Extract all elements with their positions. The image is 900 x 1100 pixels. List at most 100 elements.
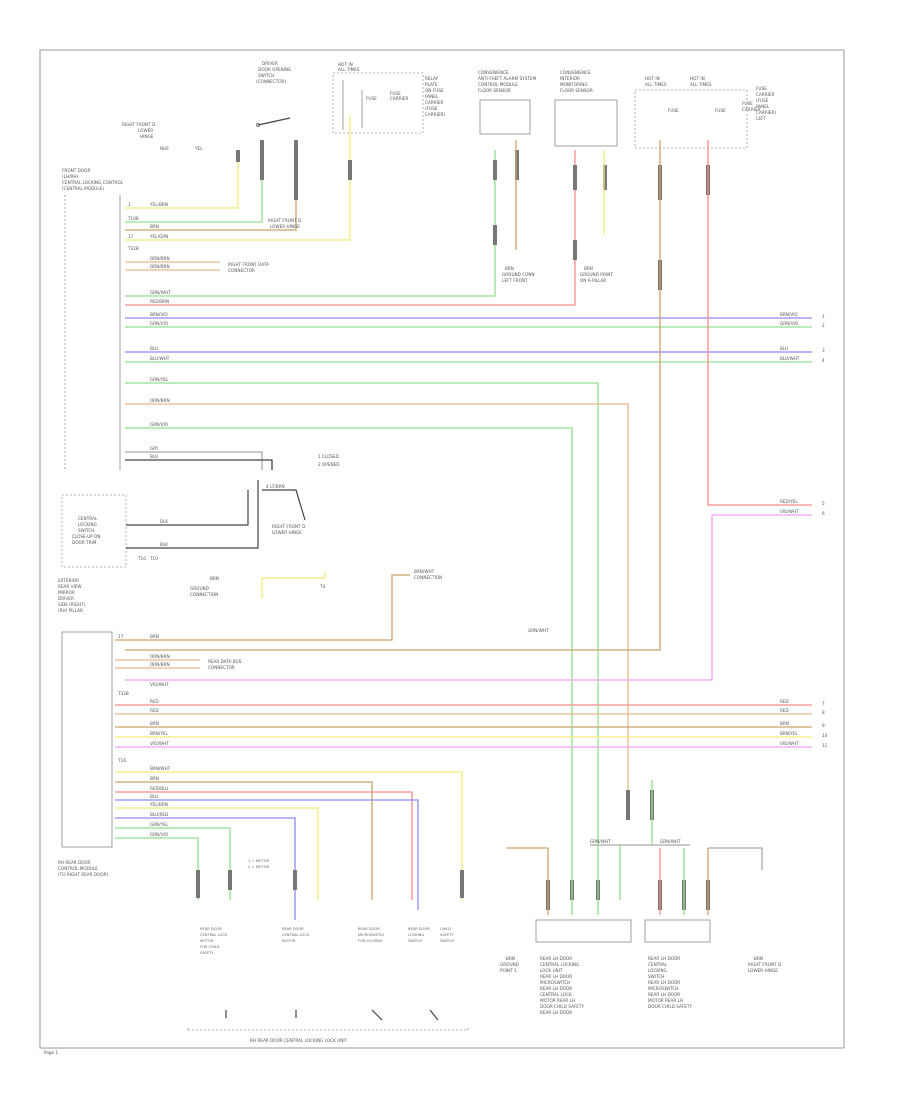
svg-text:RIGHT FRONT D: RIGHT FRONT D <box>268 218 301 223</box>
fuse-relay-box-2: HOT IN ALL TIMES HOT IN ALL TIMES FUSE F… <box>634 76 776 149</box>
svg-text:CHILD: CHILD <box>440 927 451 931</box>
svg-text:REAR VIEW: REAR VIEW <box>58 584 82 589</box>
rear-lock-unit: RH REAR DOOR CENTRAL LOCKING LOCK UNIT R… <box>187 859 469 1043</box>
svg-text:GRN/WHT: GRN/WHT <box>150 290 171 295</box>
svg-text:BRN: BRN <box>150 776 159 781</box>
front-module-wires <box>125 115 812 880</box>
svg-text:GRN/VIO: GRN/VIO <box>150 321 169 326</box>
svg-text:SWITCH: SWITCH <box>648 974 664 979</box>
svg-text:2 OPENED: 2 OPENED <box>318 462 339 467</box>
svg-text:ALL TIMES: ALL TIMES <box>690 82 712 87</box>
svg-text:BLU/WHT: BLU/WHT <box>780 356 800 361</box>
svg-text:CENTRAL LOCKING CONTROL: CENTRAL LOCKING CONTROL <box>62 180 124 185</box>
svg-text:BLK: BLK <box>160 542 168 547</box>
svg-text:FOR CHILD: FOR CHILD <box>200 945 220 949</box>
svg-text:CONVENIENCE: CONVENIENCE <box>478 70 509 75</box>
svg-text:LEFT FRONT: LEFT FRONT <box>502 278 528 283</box>
svg-text:BLK: BLK <box>160 519 168 524</box>
svg-text:REAR DOOR: REAR DOOR <box>358 927 380 931</box>
svg-text:LOCKING: LOCKING <box>78 522 97 527</box>
svg-text:5: 5 <box>822 501 825 506</box>
svg-text:CENTRAL LOCK: CENTRAL LOCK <box>200 933 228 937</box>
svg-text:REAR LH DOOR: REAR LH DOOR <box>540 986 572 991</box>
svg-text:17: 17 <box>128 234 134 239</box>
svg-text:INTERIOR: INTERIOR <box>560 76 580 81</box>
svg-text:1: 1 <box>822 314 825 319</box>
svg-text:CLOSE-UP ON: CLOSE-UP ON <box>72 534 101 539</box>
svg-text:BRN/YEL: BRN/YEL <box>150 731 169 736</box>
door-switch-top: DRIVER DOOR OPENING SWITCH (CONNECTOR) R… <box>122 61 291 151</box>
svg-text:MOTOR: MOTOR <box>282 939 296 943</box>
svg-text:SWITCH: SWITCH <box>78 528 94 533</box>
rear-module-wires <box>115 572 812 920</box>
svg-text:CENTRAL LOCKING: CENTRAL LOCKING <box>540 962 579 967</box>
svg-text:MOTOR REAR LH: MOTOR REAR LH <box>540 998 575 1003</box>
svg-text:T16: T16 <box>117 758 126 763</box>
svg-text:BRN/WHT: BRN/WHT <box>414 569 435 574</box>
svg-text:REAR DOOR: REAR DOOR <box>408 927 430 931</box>
svg-text:DOOR TRIM: DOOR TRIM <box>72 540 97 545</box>
svg-text:GRN/VIO: GRN/VIO <box>780 321 799 326</box>
svg-text:9: 9 <box>822 723 825 728</box>
svg-text:CARRIER: CARRIER <box>425 100 443 105</box>
svg-text:MONITORING: MONITORING <box>560 82 588 87</box>
svg-text:BLU: BLU <box>780 346 788 351</box>
svg-text:YEL/BRN: YEL/BRN <box>149 802 168 807</box>
rear-door-control-module: EXTERIOR REAR VIEW MIRROR DRIVER SIDE (R… <box>58 578 113 877</box>
fuse-relay-box-1: HOT IN ALL TIMES FUSE FUSE CARRIER RELAY… <box>332 62 445 134</box>
svg-text:BRN: BRN <box>150 634 159 639</box>
svg-text:GRN/YEL: GRN/YEL <box>150 377 169 382</box>
svg-text:LOCK UNIT: LOCK UNIT <box>540 968 563 973</box>
svg-text:1 = MOTOR: 1 = MOTOR <box>248 859 270 863</box>
svg-text:T10: T10 <box>149 556 158 561</box>
front-door-control-module: FRONT DOOR (LH/RH) CENTRAL LOCKING CONTR… <box>62 168 124 470</box>
svg-text:10: 10 <box>822 733 828 738</box>
svg-text:(CENTRAL MODULE): (CENTRAL MODULE) <box>62 186 104 191</box>
svg-text:POINT 1: POINT 1 <box>500 968 517 973</box>
svg-text:NUE: NUE <box>160 146 169 151</box>
svg-text:CARRIER): CARRIER) <box>425 112 445 117</box>
svg-text:PANEL: PANEL <box>425 94 439 99</box>
svg-text:(CONNECTOR): (CONNECTOR) <box>256 79 286 84</box>
svg-text:RED/BRN: RED/BRN <box>150 299 169 304</box>
svg-text:LOCKING: LOCKING <box>648 968 667 973</box>
svg-text:FUSE: FUSE <box>742 101 753 106</box>
svg-text:PANEL: PANEL <box>756 104 770 109</box>
svg-text:BLK: BLK <box>150 454 158 459</box>
interior-sensor-module: CONVENIENCE INTERIOR MONITORING FLOOR SE… <box>554 70 618 147</box>
svg-text:GROUND POINT: GROUND POINT <box>580 272 613 277</box>
svg-text:ANTI-THEFT ALARM SYSTEM: ANTI-THEFT ALARM SYSTEM <box>478 76 537 81</box>
svg-text:RH REAR DOOR: RH REAR DOOR <box>58 860 91 865</box>
inline-connectors-top <box>236 140 710 290</box>
svg-text:8: 8 <box>822 710 825 715</box>
svg-text:1 CLOSED: 1 CLOSED <box>318 454 339 459</box>
svg-text:REAR DOOR: REAR DOOR <box>282 927 304 931</box>
svg-text:SAFETY: SAFETY <box>440 933 454 937</box>
svg-text:BLU: BLU <box>150 794 158 799</box>
svg-text:ALL TIMES: ALL TIMES <box>645 82 667 87</box>
svg-text:BRN/YEL: BRN/YEL <box>780 731 799 736</box>
svg-text:BRN: BRN <box>150 224 159 229</box>
svg-text:ORN/BRN: ORN/BRN <box>150 654 170 659</box>
svg-text:(FUSE: (FUSE <box>756 98 769 103</box>
svg-text:FUSE: FUSE <box>366 96 377 101</box>
svg-text:RIGHT FRONT D: RIGHT FRONT D <box>272 524 305 529</box>
svg-text:SIDE (RIGHT): SIDE (RIGHT) <box>58 602 86 607</box>
svg-text:GRN/YEL: GRN/YEL <box>150 822 169 827</box>
svg-text:GRN/VIO: GRN/VIO <box>150 422 169 427</box>
svg-text:FLOOR SENSOR: FLOOR SENSOR <box>478 88 511 93</box>
svg-text:LOCKING: LOCKING <box>408 933 424 937</box>
svg-text:4: 4 <box>822 358 825 363</box>
svg-text:REAR LH DOOR: REAR LH DOOR <box>540 1010 572 1015</box>
svg-text:CONNECTION: CONNECTION <box>190 592 218 597</box>
svg-text:CARRIER): CARRIER) <box>756 110 776 115</box>
svg-text:VIO/WHT: VIO/WHT <box>780 741 799 746</box>
svg-text:SWITCH: SWITCH <box>408 939 422 943</box>
svg-text:CONVENIENCE: CONVENIENCE <box>560 70 591 75</box>
svg-text:(LH/RH): (LH/RH) <box>62 174 79 179</box>
svg-text:T32B: T32B <box>117 691 129 696</box>
svg-text:GRN/WHT: GRN/WHT <box>590 839 611 844</box>
svg-text:DOOR CHILD SAFETY: DOOR CHILD SAFETY <box>540 1004 584 1009</box>
svg-text:REAR LH DOOR: REAR LH DOOR <box>648 992 680 997</box>
